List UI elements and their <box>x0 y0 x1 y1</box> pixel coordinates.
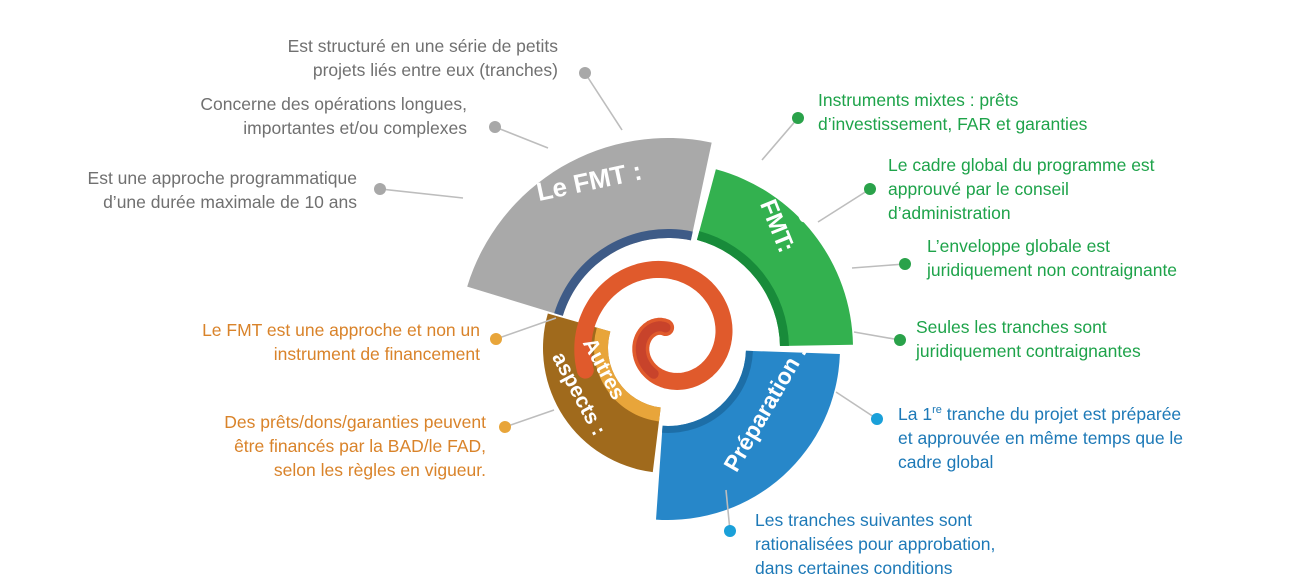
segment-preparation <box>656 350 840 520</box>
segment-autres-aspects-inner-band <box>593 327 661 422</box>
note-only-tranches: Seules les tranches sont juridiquement c… <box>916 317 1141 361</box>
bullet-dots <box>374 67 911 537</box>
dot-global-framework <box>864 183 876 195</box>
segment-autres-aspects <box>543 313 661 473</box>
dot-long-operations <box>489 121 501 133</box>
dot-structure-connector <box>584 72 623 131</box>
dot-loans-grants <box>499 421 511 433</box>
dot-mixed-instruments-connector <box>761 117 799 161</box>
dot-global-framework-connector <box>817 188 871 223</box>
note-following-tranches: Les tranches suivantes sont rationalisée… <box>755 510 996 578</box>
note-first-tranche-prefix: La 1 <box>898 403 933 424</box>
note-first-tranche: La 1re tranche du projet est préparée et… <box>898 398 1183 474</box>
dot-global-envelope-connector <box>851 263 906 269</box>
note-global-envelope: L’enveloppe globale est juridiquement no… <box>927 236 1178 280</box>
dot-loans-grants-connector <box>504 409 555 428</box>
note-long-operations: Concerne des opérations longues, importa… <box>200 94 467 138</box>
dot-approach <box>490 333 502 345</box>
spiral <box>574 260 733 391</box>
note-first-tranche-sup: re <box>932 404 942 416</box>
dot-global-envelope <box>899 258 911 270</box>
note-mixed-instruments: Instruments mixtes : prêts d’investissem… <box>818 90 1088 134</box>
dot-approach-connector <box>495 317 557 340</box>
note-approach: Le FMT est une approche et non un instru… <box>202 320 480 364</box>
note-first-tranche-rest: tranche du projet est préparée et approu… <box>898 403 1184 472</box>
connectors <box>379 72 906 532</box>
dot-structure <box>579 67 591 79</box>
note-programmatic: Est une approche programmatique d’une du… <box>87 168 357 212</box>
dot-programmatic <box>374 183 386 195</box>
segment-le-fmt-inner-band <box>554 229 693 316</box>
segment-les-fmt <box>696 169 853 347</box>
dot-long-operations-connector <box>494 126 549 149</box>
dot-programmatic-connector <box>379 188 464 199</box>
note-loans-grants: Des prêts/dons/garanties peuvent être fi… <box>224 412 486 480</box>
spiral-core <box>635 321 671 379</box>
dot-only-tranches <box>894 334 906 346</box>
dot-first-tranche <box>871 413 883 425</box>
note-global-framework: Le cadre global du programme est approuv… <box>888 155 1155 223</box>
segment-le-fmt <box>467 138 712 316</box>
dot-following-tranches <box>724 525 736 537</box>
segment-les-fmt-inner-band <box>696 231 789 347</box>
dot-only-tranches-connector <box>853 331 901 341</box>
dot-mixed-instruments <box>792 112 804 124</box>
dot-following-tranches-connector <box>725 489 731 532</box>
segment-preparation-inner-band <box>662 350 753 433</box>
ring-segments <box>467 138 853 520</box>
note-structure: Est structuré en une série de petits pro… <box>287 36 558 80</box>
dot-first-tranche-connector <box>835 391 878 420</box>
